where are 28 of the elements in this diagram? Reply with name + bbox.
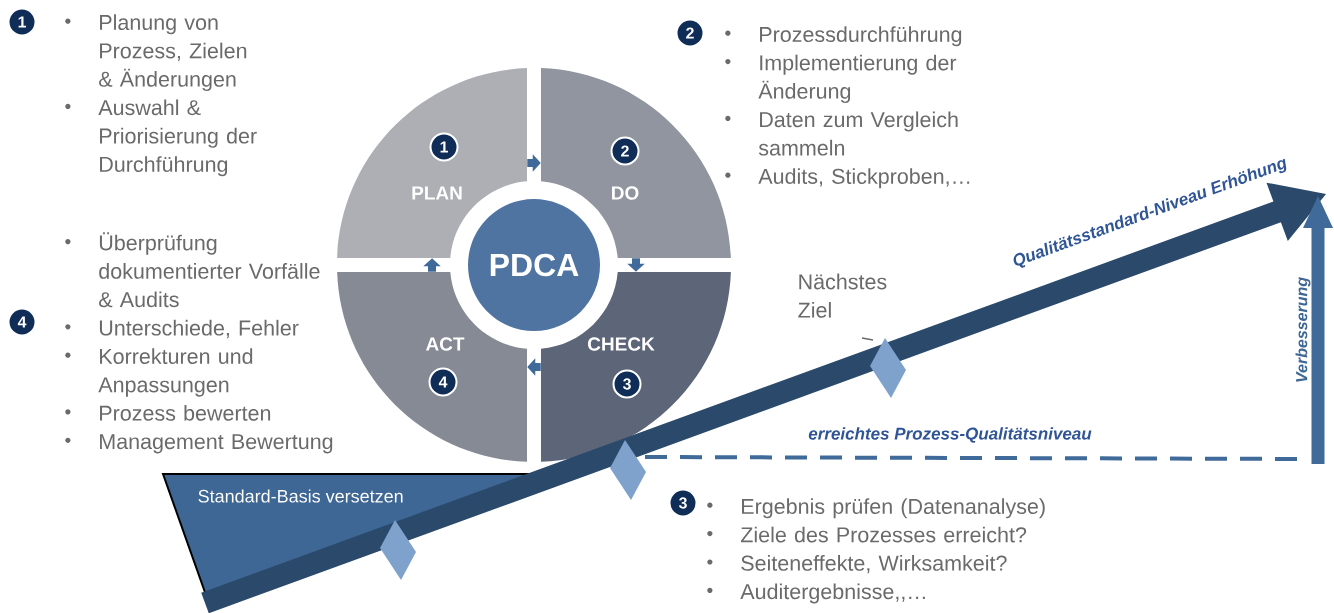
node-label: Prozessdurchführung bbox=[760, 26, 962, 47]
bullet-list: Überprüfung dokumentierter Vorfälle & Audits Unterschiede, Fehler Korrekturen und Anpassungen Prozess bewerten Management Bewertung bbox=[65, 232, 333, 454]
bullet-list: Ergebnis prüfen (Datenanalyse) Ziele des Prozesses erreicht? Seiteneffekte, Wirksamkeit? Auditergebnisse,,… bbox=[707, 498, 1045, 604]
axis-label: Verbesserung bbox=[1295, 277, 1311, 382]
number-badge: 1 bbox=[7, 7, 37, 37]
node-label: Prozess bewerten bbox=[100, 404, 271, 421]
node-label: Unterschiede, Fehler bbox=[99, 319, 299, 339]
node-label: Überprüfung dokumentierter Vorfälle & Audits bbox=[99, 232, 320, 308]
number-badge: 3 bbox=[612, 369, 642, 399]
node-label: Ziele des Prozesses erreicht? bbox=[740, 526, 1027, 543]
node-label: Seiteneffekte, Wirksamkeit? bbox=[741, 555, 1007, 574]
number-badge: 4 bbox=[428, 367, 458, 397]
target-label: Nächstes Ziel bbox=[798, 273, 887, 318]
level-label: erreichtes Prozess-Qualitätsniveau bbox=[808, 427, 1092, 443]
node-label: Management Bewertung bbox=[100, 434, 333, 454]
node-label: Audits, Stickproben,… bbox=[758, 168, 970, 189]
node-label: Auditergebnisse,,… bbox=[740, 583, 925, 604]
number-badge: 1 bbox=[429, 132, 459, 162]
node-label: Korrekturen und Anpassungen bbox=[98, 348, 253, 397]
number-badge: 3 bbox=[668, 488, 698, 518]
bullet-list: Prozessdurchführung Implementierung der Änderung Daten zum Vergleich sammeln Audits, Stickproben,… bbox=[725, 26, 970, 189]
bullet-list: Planung von Prozess, Zielen & Änderungen Auswahl & Priorisierung der Durchführung bbox=[65, 14, 257, 177]
node-label: Implementierung der Änderung bbox=[758, 54, 957, 104]
number-badge: 2 bbox=[610, 136, 640, 166]
number-badge: 2 bbox=[675, 18, 705, 48]
number-badge: 4 bbox=[7, 307, 37, 337]
node-label: Ergebnis prüfen (Datenanalyse) bbox=[742, 498, 1045, 519]
node-label: Daten zum Vergleich sammeln bbox=[758, 111, 958, 156]
